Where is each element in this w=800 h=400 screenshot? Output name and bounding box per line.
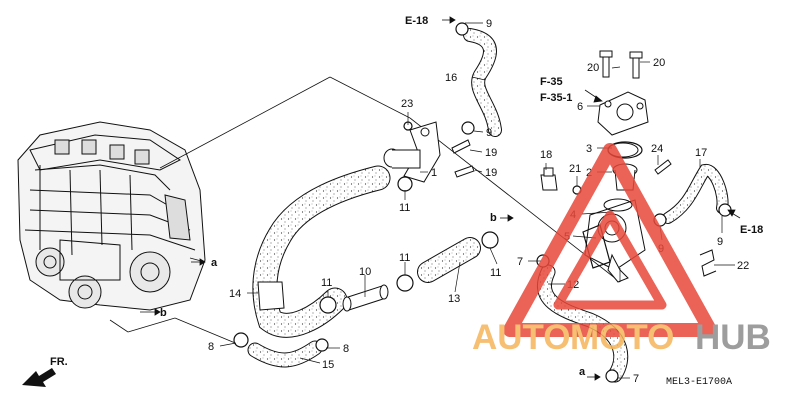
engine-illustration [17,121,206,311]
label-7a: 7 [517,256,523,268]
label-24: 24 [651,143,663,155]
pipe-10 [342,284,389,312]
hose-15 [247,340,323,368]
label-13: 13 [448,293,460,305]
clip-22 [699,249,717,277]
ref-f35: F-35 [540,76,563,88]
label-11c: 11 [399,252,410,264]
label-8b: 8 [343,343,349,355]
front-arrow-icon: FR. [22,356,68,387]
label-2: 2 [586,167,592,179]
label-8a: 8 [208,341,214,353]
label-3: 3 [586,143,592,155]
label-19b: 19 [485,167,497,179]
ref-a-engine: a [211,257,218,269]
pipe-1 [383,121,441,183]
label-22: 22 [737,260,749,272]
label-21: 21 [569,163,581,175]
sensor-18 [540,167,558,191]
thermostat-cover [597,91,649,136]
label-11b: 11 [490,267,501,279]
ref-a-bottom: a [579,366,586,378]
watermark-moto: MOTO [570,318,674,357]
label-16: 16 [445,72,457,84]
label-6: 6 [577,101,583,113]
label-9d: 9 [717,236,723,248]
label-11a: 11 [399,202,410,214]
bolts [451,50,672,178]
label-11d: 11 [321,277,332,289]
hose-13 [417,237,481,283]
label-9a: 9 [486,18,492,30]
label-9b: 9 [486,127,492,139]
hose-14 [252,165,391,338]
label-23: 23 [401,98,413,110]
front-label: FR. [50,356,68,368]
reference-labels: E-18 E-18 F-35 F-35-1 a b b a [160,15,763,378]
watermark-auto: AUTO [472,318,571,357]
watermark-logo: AUTO MOTO HUB [472,143,771,357]
ref-e18-top: E-18 [405,15,428,27]
watermark-hub: HUB [695,318,771,357]
ref-e18-right: E-18 [740,224,763,236]
ref-f35-1: F-35-1 [540,92,572,104]
ref-b-right: b [490,212,497,224]
ref-b-engine: b [160,307,167,319]
label-18: 18 [540,149,552,161]
hose-12 [537,264,629,383]
diagram-code: MEL3-E1700A [666,377,732,388]
label-10: 10 [359,266,371,278]
label-20a: 20 [587,62,599,74]
label-1: 1 [431,167,437,179]
ref-arrows [140,16,741,381]
label-17: 17 [695,147,707,159]
label-20b: 20 [653,57,665,69]
hose-17 [662,164,729,224]
hose-16 [463,28,502,137]
label-7b: 7 [633,373,639,385]
label-19a: 19 [485,147,497,159]
label-14: 14 [229,288,241,300]
label-15: 15 [322,359,334,371]
